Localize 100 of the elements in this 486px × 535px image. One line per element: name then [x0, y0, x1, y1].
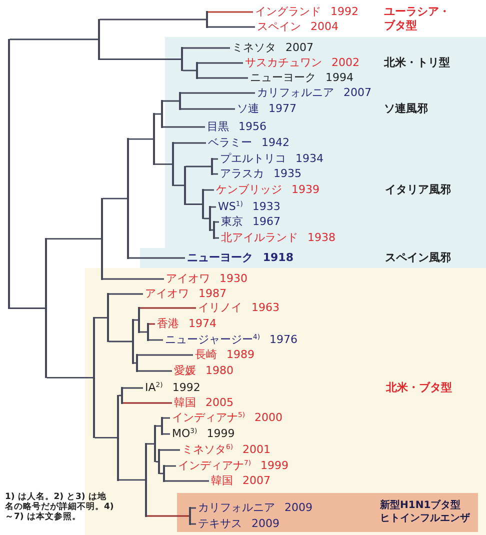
- branch-line: [204, 189, 214, 191]
- highlight-box: [177, 493, 478, 532]
- branch-line: [102, 198, 128, 200]
- branch-junction-line: [101, 198, 103, 280]
- strain-label: ニュージャージー$^{4)}$ 1976: [165, 333, 298, 347]
- branch-junction-line: [117, 394, 119, 481]
- branch-junction-line: [93, 317, 95, 438]
- strain-label: ケンブリッジ 1939: [216, 183, 320, 197]
- footnote: 1) は人名。2) と3) は地名の略号だが詳細不明。4)～7) は本文参照。: [5, 492, 115, 522]
- branch-junction-line: [107, 293, 109, 342]
- strain-label: WS$^{1)}$ 1933: [218, 200, 280, 214]
- branch-line: [46, 377, 94, 378]
- branch-line: [182, 47, 230, 49]
- branch-line: [118, 479, 146, 481]
- strain-label: インディアナ$^{7)}$ 1999: [178, 459, 289, 473]
- branch-junction-line: [213, 221, 215, 239]
- strain-label: MO$^{3)}$ 1999: [172, 427, 235, 441]
- branch-line: [190, 523, 196, 525]
- branch-line: [128, 257, 185, 259]
- strain-label: ニューヨーク 1918: [187, 251, 294, 265]
- strain-label: ミネソタ 2007: [232, 41, 314, 55]
- strain-label: ミネソタ$^{6)}$ 2001: [182, 443, 271, 457]
- clade-label: 北米・トリ型: [384, 56, 451, 70]
- strain-label: 愛媛 1980: [174, 364, 234, 378]
- branch-line: [138, 354, 193, 356]
- branch-junction-line: [127, 138, 129, 259]
- branch-junction-line: [179, 92, 181, 110]
- branch-line: [128, 138, 154, 140]
- branch-junction-line: [8, 38, 10, 309]
- branch-junction-line: [209, 206, 211, 231]
- strain-label: サスカチュワン 2002: [245, 56, 360, 70]
- clade-label: イタリア風邪: [385, 183, 452, 197]
- branch-line: [94, 437, 118, 438]
- branch-junction-line: [206, 11, 208, 28]
- strain-label: アイオワ 1930: [166, 272, 248, 286]
- branch-line: [138, 370, 172, 372]
- strain-label: ベラミー 1942: [208, 136, 290, 150]
- clade-label: ソ連風邪: [384, 102, 429, 116]
- branch-junction-line: [132, 319, 134, 364]
- branch-junction-line: [138, 307, 140, 333]
- branch-line: [160, 449, 180, 451]
- branch-line: [186, 204, 202, 205]
- branch-line: [122, 387, 143, 389]
- strain-label: 目黒 1956: [207, 120, 267, 134]
- branch-line: [174, 184, 184, 186]
- branch-junction-line: [158, 449, 160, 474]
- strain-label: テキサス 2009: [198, 517, 280, 531]
- strain-label: プエルトリコ 1934: [220, 152, 324, 166]
- branch-line: [146, 443, 154, 445]
- strain-label: 長崎 1989: [195, 348, 255, 362]
- branch-line: [148, 339, 163, 341]
- branch-line: [146, 515, 190, 517]
- strain-label: IA$^{2)}$ 1992: [145, 381, 200, 395]
- branch-junction-line: [45, 238, 47, 378]
- clade-label: 新型H1N1ブタ型ヒトインフルエンザ: [380, 499, 471, 525]
- branch-junction-line: [172, 142, 174, 186]
- branch-line: [190, 507, 196, 509]
- branch-line: [108, 293, 143, 295]
- clade-label: スペイン風邪: [385, 251, 452, 265]
- strain-label: スペイン 2004: [257, 20, 339, 34]
- branch-line: [154, 164, 172, 165]
- strain-label: 韓国 2005: [174, 396, 234, 410]
- branch-junction-line: [181, 47, 183, 72]
- clade-label: 北米・ブタ型: [386, 381, 453, 395]
- branch-line: [198, 77, 248, 79]
- branch-junction-line: [211, 158, 213, 175]
- strain-label: 北アイルランド 1938: [221, 231, 336, 245]
- strain-label: カリフォルニア 2007: [257, 86, 372, 100]
- branch-line: [198, 62, 243, 64]
- branch-line: [46, 238, 102, 240]
- strain-label: ニューヨーク 1994: [250, 71, 354, 85]
- strain-label: 韓国 2007: [211, 474, 271, 488]
- branch-line: [10, 38, 98, 40]
- branch-line: [162, 100, 180, 102]
- branch-line: [108, 340, 132, 342]
- branch-line: [140, 307, 196, 309]
- branch-junction-line: [98, 18, 100, 60]
- branch-line: [180, 92, 255, 94]
- branch-line: [10, 308, 46, 309]
- branch-junction-line: [147, 323, 149, 341]
- branch-junction-line: [153, 113, 155, 165]
- branch-line: [162, 126, 205, 128]
- branch-line: [186, 166, 212, 168]
- branch-line: [100, 18, 206, 20]
- branch-junction-line: [154, 425, 156, 462]
- branch-junction-line: [145, 443, 147, 517]
- strain-label: カリフォルニア 2009: [198, 501, 313, 515]
- branch-line: [174, 142, 206, 144]
- branch-junction-line: [136, 354, 138, 372]
- branch-line: [208, 26, 255, 28]
- branch-line: [164, 465, 176, 467]
- branch-junction-line: [196, 62, 198, 79]
- branch-junction-line: [202, 189, 204, 220]
- branch-line: [164, 480, 209, 482]
- branch-junction-line: [161, 100, 163, 128]
- strain-label: 香港 1974: [157, 317, 217, 331]
- strain-label: ソ連 1977: [237, 102, 297, 116]
- branch-junction-line: [163, 465, 165, 482]
- strain-label: アイオワ 1987: [145, 287, 227, 301]
- branch-line: [182, 70, 196, 72]
